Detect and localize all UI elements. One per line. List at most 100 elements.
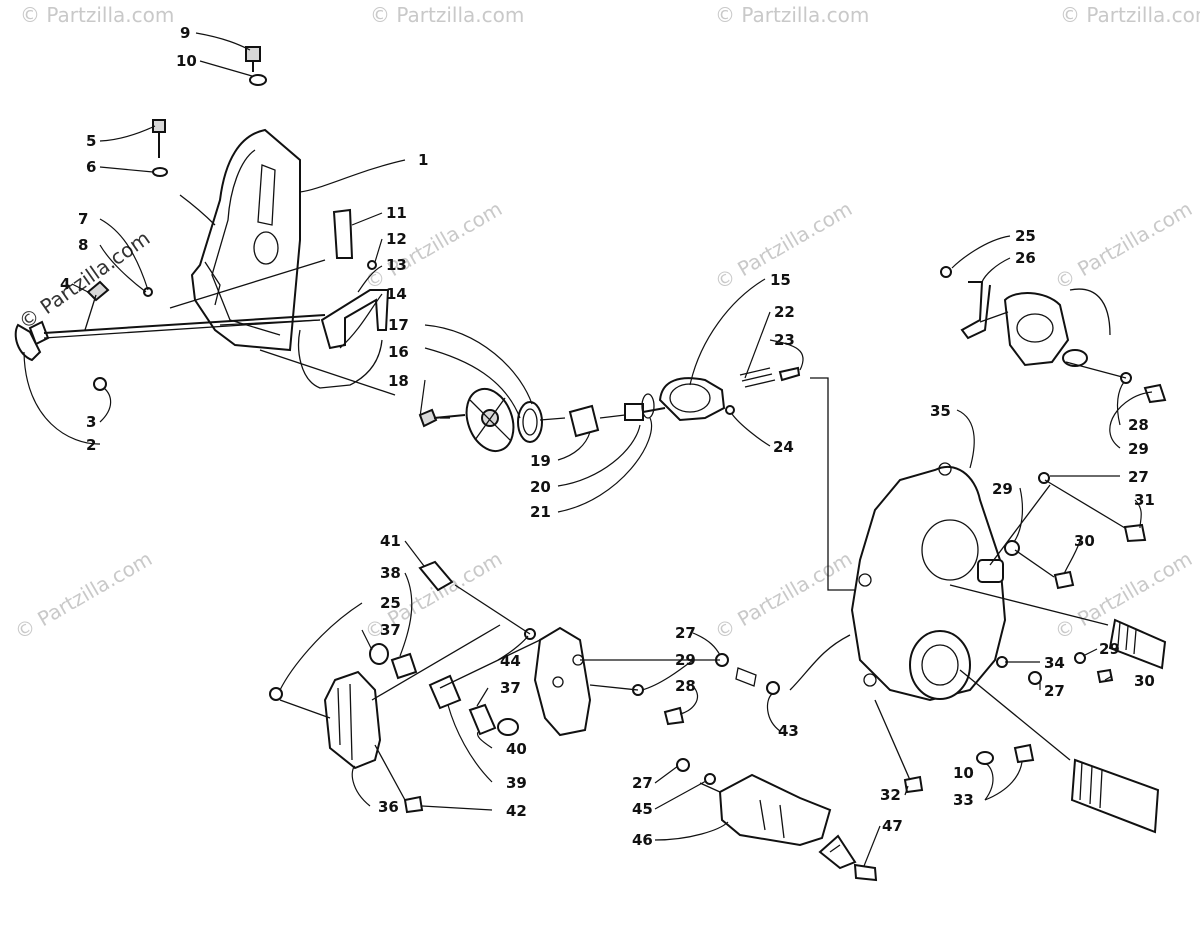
washer-10 (249, 74, 267, 86)
screw-9 (245, 46, 261, 72)
callout-28: 28 (675, 677, 696, 695)
callout-10: 10 (176, 52, 197, 70)
callout-6: 6 (86, 158, 96, 176)
callout-43: 43 (778, 722, 799, 740)
callout-41: 41 (380, 532, 401, 550)
callout-21: 21 (530, 503, 551, 521)
callout-13: 13 (386, 256, 407, 274)
parts-layer (14, 46, 1167, 882)
callout-16: 16 (388, 343, 409, 361)
bolt (418, 560, 454, 592)
callout-29: 29 (675, 651, 696, 669)
bushing (568, 404, 600, 438)
bushing (390, 652, 418, 680)
callout-28: 28 (1128, 416, 1149, 434)
callout-25: 25 (380, 594, 401, 612)
callout-2: 2 (86, 436, 96, 454)
lower-bracket (718, 773, 832, 847)
callout-11: 11 (386, 204, 407, 222)
callout-30: 30 (1074, 532, 1095, 550)
drive-shaft (1070, 758, 1160, 834)
tension-bracket (323, 670, 382, 770)
bracket (320, 289, 390, 350)
callout-40: 40 (506, 740, 527, 758)
nut (1028, 671, 1042, 685)
bolt (403, 795, 424, 814)
callout-labels: 9 10 5 6 1 11 12 13 14 7 8 4 3 2 17 16 1… (60, 24, 1155, 849)
callout-29: 29 (1099, 640, 1120, 658)
callout-27: 27 (1128, 468, 1149, 486)
mounting-bracket (960, 281, 991, 340)
screw-5 (152, 119, 166, 158)
washer (1074, 652, 1086, 664)
callout-33: 33 (953, 791, 974, 809)
callout-47: 47 (882, 817, 903, 835)
gasket (297, 329, 383, 389)
bushing (369, 643, 389, 665)
washer (704, 773, 716, 785)
nut (940, 266, 952, 278)
watermark: © Partzilla.com (1051, 196, 1197, 294)
piston-pin (624, 393, 666, 421)
callout-15: 15 (770, 271, 791, 289)
watermark: © Partzilla.com (370, 3, 524, 27)
rivet (367, 260, 377, 270)
bolt (903, 775, 924, 794)
wear-plate (332, 208, 354, 259)
rear-housing (1003, 288, 1111, 367)
callout-19: 19 (530, 452, 551, 470)
watermark: © Partzilla.com (1060, 3, 1200, 27)
callout-18: 18 (388, 372, 409, 390)
nut (676, 758, 690, 772)
bolt (663, 706, 685, 726)
brake-assembly (418, 388, 543, 452)
watermark: © Partzilla.com (361, 196, 507, 294)
callout-20: 20 (530, 478, 551, 496)
pivot-bracket (533, 626, 592, 737)
washer (976, 751, 994, 765)
callout-14: 14 (386, 285, 407, 303)
callout-31: 31 (1134, 491, 1155, 509)
callout-38: 38 (380, 564, 401, 582)
watermark: © Partzilla.com (715, 3, 869, 27)
callout-29: 29 (1128, 440, 1149, 458)
watermark: © Partzilla.com (20, 3, 174, 27)
gear-case (850, 462, 1007, 702)
bolt (1123, 523, 1147, 543)
bolt (1013, 743, 1035, 764)
callout-26: 26 (1015, 249, 1036, 267)
washer (1004, 540, 1020, 556)
callout-30: 30 (1134, 672, 1155, 690)
output-shaft (1108, 618, 1167, 670)
callout-5: 5 (86, 132, 96, 150)
callout-3: 3 (86, 413, 96, 431)
callout-9: 9 (180, 24, 190, 42)
callout-32: 32 (880, 786, 901, 804)
callout-29: 29 (992, 480, 1013, 498)
sleeve (468, 703, 497, 736)
callout-35: 35 (930, 402, 951, 420)
callout-17: 17 (388, 316, 409, 334)
callout-46: 46 (632, 831, 653, 849)
washer (143, 287, 153, 297)
watermark: © Partzilla.com (711, 546, 857, 644)
callout-37: 37 (380, 621, 401, 639)
callout-45: 45 (632, 800, 653, 818)
callout-34: 34 (1044, 654, 1065, 672)
washer-6 (152, 167, 168, 177)
watermark: © Partzilla.com (11, 546, 157, 644)
nut (766, 681, 780, 695)
plate (818, 834, 857, 870)
callout-23: 23 (774, 331, 795, 349)
bolt (1096, 668, 1114, 684)
spacer (497, 718, 519, 736)
nut (269, 687, 283, 701)
callout-7: 7 (78, 210, 88, 228)
callout-37: 37 (500, 679, 521, 697)
bolt (1143, 383, 1167, 404)
callout-4: 4 (60, 275, 70, 293)
callout-12: 12 (386, 230, 407, 248)
callout-22: 22 (774, 303, 795, 321)
pivot-shaft (14, 280, 326, 362)
callout-8: 8 (78, 236, 88, 254)
